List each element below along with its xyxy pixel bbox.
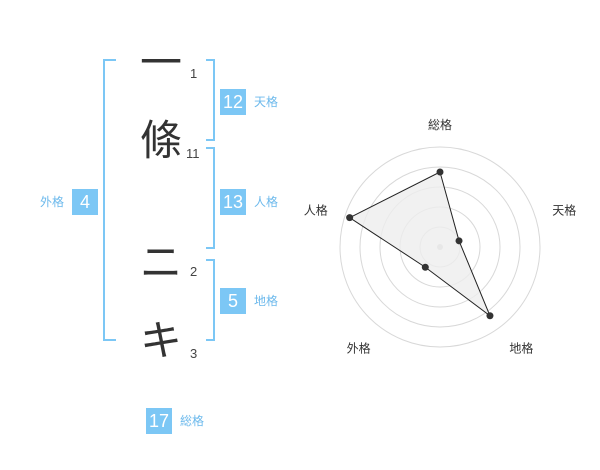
bracket-chikaku xyxy=(206,259,215,341)
radar-point-1 xyxy=(436,168,444,176)
name-char-4: キ xyxy=(140,316,183,365)
stroke-count-3: 2 xyxy=(190,264,198,279)
tenkaku-label: 天格 xyxy=(254,95,279,109)
jinkaku-label: 人格 xyxy=(254,195,279,209)
soukaku-label: 総格 xyxy=(180,414,205,428)
radar-polygon xyxy=(348,171,492,318)
radar-point-5 xyxy=(346,214,354,222)
bracket-tenkaku xyxy=(206,59,215,141)
radar-axis-label-3: 地格 xyxy=(509,340,533,355)
radar-ring xyxy=(339,146,541,348)
jinkaku-value: 13 xyxy=(220,189,247,215)
radar-axis-label-5: 人格 xyxy=(304,203,328,218)
gaikaku-value: 4 xyxy=(72,189,98,215)
stroke-count-2: 11 xyxy=(186,146,200,161)
tenkaku-value: 12 xyxy=(220,89,247,115)
radar-point-3 xyxy=(486,312,494,320)
gaikaku-label: 外格 xyxy=(40,195,65,209)
name-char-2: 條 xyxy=(140,116,183,165)
chikaku-value: 5 xyxy=(220,288,246,314)
radar-axis-label-4: 外格 xyxy=(347,340,371,355)
radar-axis-label-2: 天格 xyxy=(552,203,576,218)
stroke-count-1: 1 xyxy=(190,66,198,81)
name-char-1: 一 xyxy=(140,38,183,87)
radar-ring xyxy=(359,166,521,328)
stroke-count-4: 3 xyxy=(190,346,198,361)
name-char-3: ニ xyxy=(140,238,183,287)
radar-axis-label-1: 総格 xyxy=(428,117,452,132)
bracket-jinkaku xyxy=(206,147,215,249)
radar-point-2 xyxy=(455,237,463,245)
chikaku-label: 地格 xyxy=(254,294,279,308)
soukaku-value: 17 xyxy=(146,408,173,434)
radar-point-4 xyxy=(421,263,429,271)
bracket-gaikaku xyxy=(103,59,116,341)
